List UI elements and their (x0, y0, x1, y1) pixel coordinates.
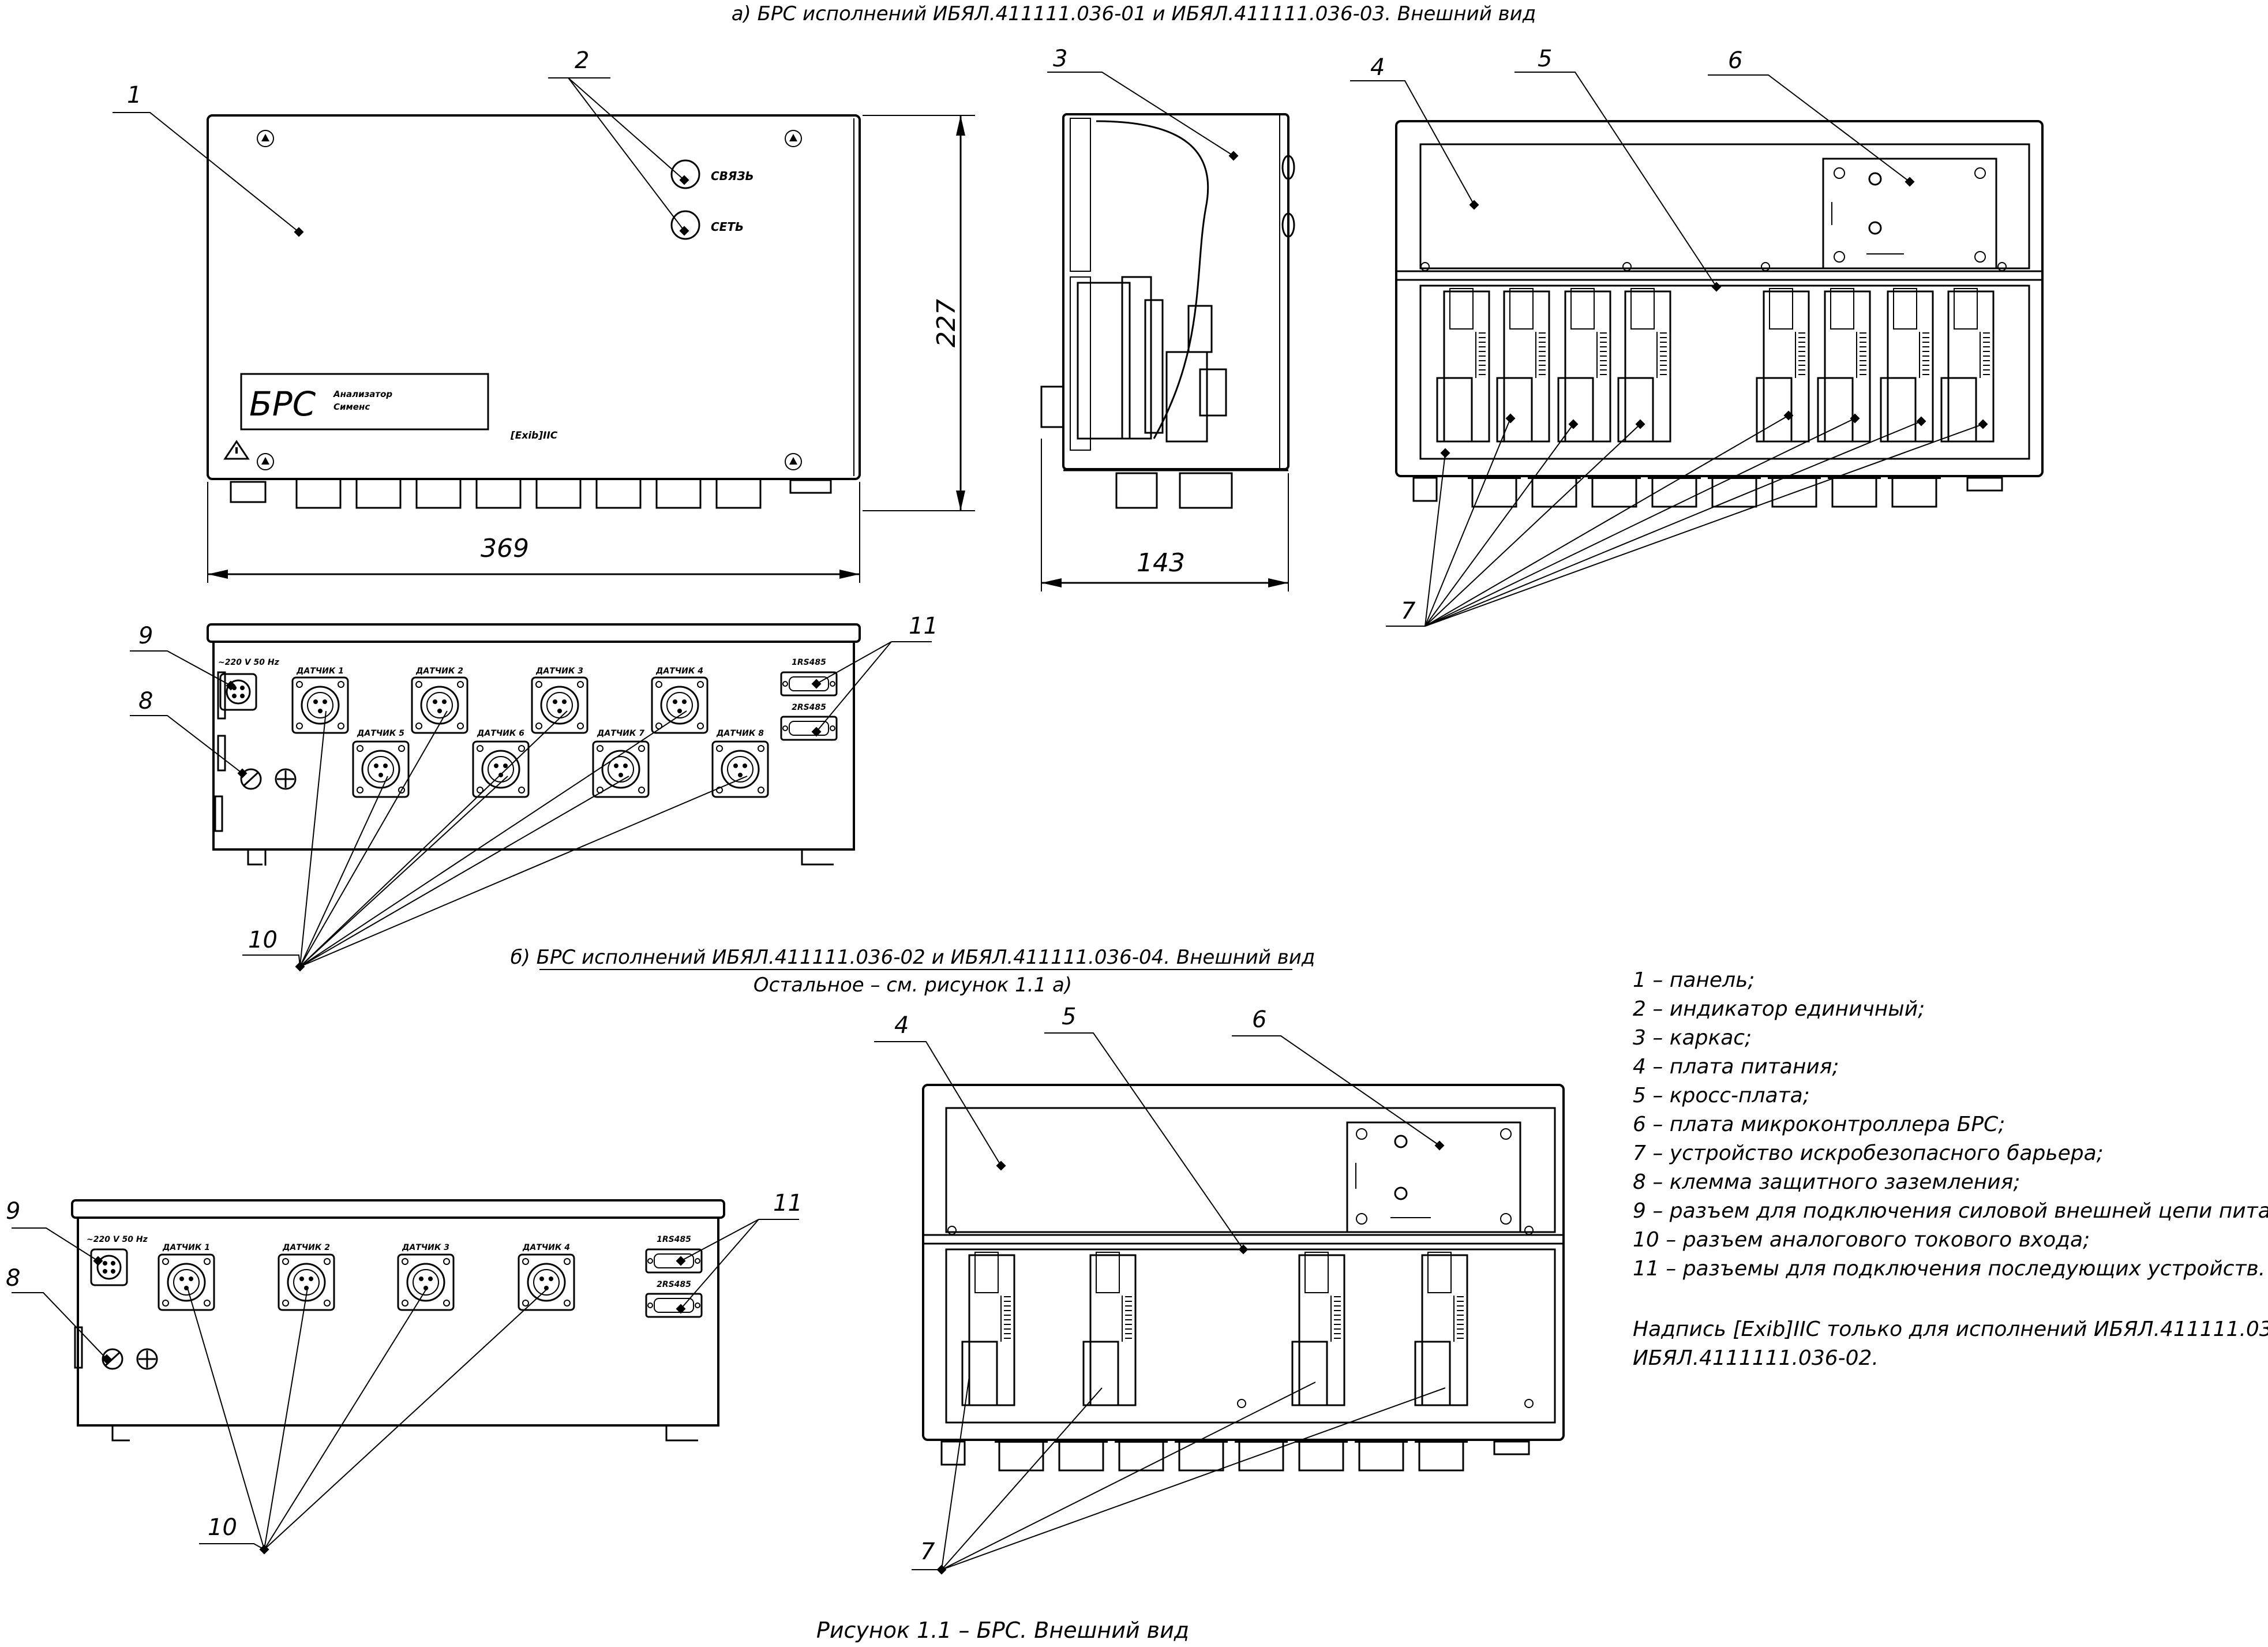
sensor-label-b-3: ДАТЧИК 3 (402, 1243, 449, 1252)
rs485-2-label-a: 2RS485 (792, 703, 826, 712)
callout-5b: 5 (1062, 1004, 1076, 1030)
sensor-label-a-1: ДАТЧИК 1 (296, 667, 344, 676)
bottom-view-a: ~220 V 50 Hz ДАТЧИК 1 ДАТЧИК 2 ДАТЧИК 3 … (207, 623, 861, 866)
callout-7: 7 (1401, 598, 1416, 624)
bottom-view-b: ~220 V 50 Hz ДАТЧИК 1 ДАТЧИК 2 ДАТЧИК 3 … (71, 1199, 725, 1442)
indicator-svyaz-label: СВЯЗЬ (711, 169, 754, 183)
legend-item-4: 4 – плата питания; (1633, 1055, 1839, 1079)
sensor-label-a-7: ДАТЧИК 7 (597, 729, 644, 738)
brs-logo: БРС (249, 384, 316, 424)
sensor-label-a-8: ДАТЧИК 8 (716, 729, 764, 738)
callout-8b: 8 (6, 1265, 20, 1292)
callout-10: 10 (248, 927, 278, 953)
legend-item-9: 9 – разъем для подключения силовой внешн… (1633, 1199, 2268, 1223)
sensor-label-a-3: ДАТЧИК 3 (535, 667, 583, 676)
legend-item-8: 8 – клемма защитного заземления; (1633, 1170, 2020, 1194)
callout-9b: 9 (6, 1198, 20, 1225)
front-view: СВЯЗЬ СЕТЬ БРС Анализатор Сименс [Exib]I… (207, 114, 861, 509)
callout-8: 8 (138, 688, 153, 714)
callout-6: 6 (1728, 47, 1742, 74)
dim-height: 227 (932, 299, 961, 347)
ex-mark: [Exib]IIC (510, 430, 558, 441)
sensor-label-a-2: ДАТЧИК 2 (415, 667, 463, 676)
legend-item-2: 2 – индикатор единичный; (1633, 997, 1925, 1021)
figure-caption: Рисунок 1.1 – БРС. Внешний вид (816, 1618, 1189, 1643)
caption-view-b-note: Остальное – см. рисунок 1.1 а) (753, 974, 1072, 997)
legend-item-1: 1 – панель; (1633, 968, 1755, 992)
legend-item-3: 3 – каркас; (1633, 1026, 1752, 1050)
callout-3: 3 (1053, 46, 1067, 72)
logo-sub-2: Сименс (333, 402, 370, 412)
power-label-b: ~220 V 50 Hz (87, 1235, 148, 1244)
legend-item-6: 6 – плата микроконтроллера БРС; (1633, 1113, 2005, 1136)
sensor-label-b-2: ДАТЧИК 2 (282, 1243, 330, 1252)
sensor-label-a-6: ДАТЧИК 6 (477, 729, 524, 738)
rs485-2-label-b: 2RS485 (657, 1280, 691, 1289)
dim-width: 369 (481, 534, 529, 563)
legend-item-11: 11 – разъемы для подключения последующих… (1633, 1257, 2265, 1281)
callout-1: 1 (127, 82, 141, 108)
rear-view-a (1395, 120, 2044, 508)
caption-view-b: б) БРС исполнений ИБЯЛ.411111.036-02 и И… (511, 946, 1315, 969)
note-line-1: Надпись [Exib]IIC только для исполнений … (1633, 1317, 2268, 1341)
sensor-label-b-1: ДАТЧИК 1 (162, 1243, 210, 1252)
callout-2: 2 (575, 47, 589, 74)
callout-9: 9 (138, 623, 153, 649)
sensor-label-b-4: ДАТЧИК 4 (522, 1243, 570, 1252)
callout-11b: 11 (773, 1190, 803, 1216)
leader-lines (12, 72, 1988, 1575)
rs485-1-label-a: 1RS485 (792, 658, 826, 667)
callout-10b: 10 (208, 1514, 237, 1541)
rear-view-b (922, 1084, 1565, 1472)
callout-6b: 6 (1252, 1006, 1266, 1033)
callout-11: 11 (909, 613, 938, 639)
caption-view-a: а) БРС исполнений ИБЯЛ.411111.036-01 и И… (732, 2, 1536, 25)
callout-4: 4 (1370, 54, 1385, 81)
legend-item-10: 10 – разъем аналогового токового входа; (1633, 1228, 2090, 1252)
dim-depth: 143 (1137, 548, 1185, 578)
sensor-label-a-5: ДАТЧИК 5 (357, 729, 404, 738)
logo-sub-1: Анализатор (333, 389, 392, 399)
callout-5: 5 (1538, 46, 1552, 72)
sensor-label-a-4: ДАТЧИК 4 (655, 667, 703, 676)
callout-7b: 7 (920, 1539, 935, 1565)
indicator-set-label: СЕТЬ (711, 220, 744, 234)
legend-item-7: 7 – устройство искробезопасного барьера; (1633, 1141, 2104, 1165)
callout-4b: 4 (894, 1012, 909, 1039)
note-line-2: ИБЯЛ.4111111.036-02. (1633, 1346, 1879, 1370)
legend: 1 – панель; 2 – индикатор единичный; 3 –… (1633, 968, 2268, 1370)
rs485-1-label-b: 1RS485 (657, 1235, 691, 1244)
legend-item-5: 5 – кросс-плата; (1633, 1084, 1810, 1107)
side-view (1040, 113, 1295, 509)
power-label-a: ~220 V 50 Hz (218, 658, 280, 667)
